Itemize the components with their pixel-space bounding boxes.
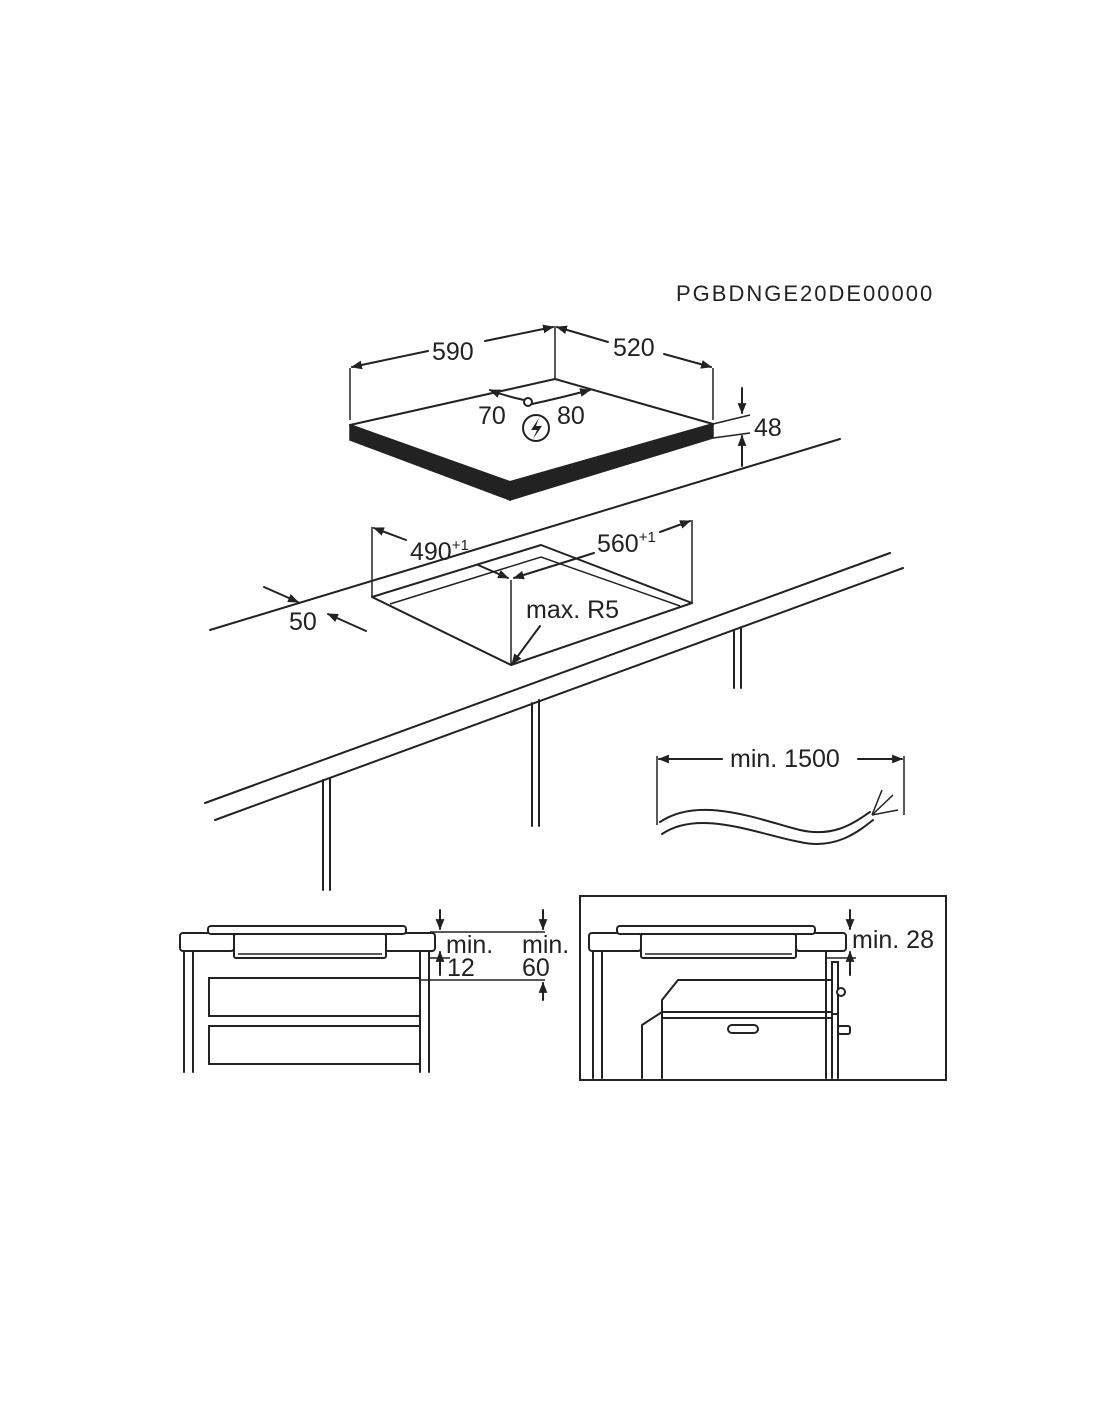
under-clearance-value: 12 xyxy=(447,954,475,982)
under-clearance-label: min. xyxy=(446,931,493,959)
side-view-oven: min. 28 xyxy=(579,895,947,1081)
oven-clearance-label: min. 28 xyxy=(852,926,934,954)
connection-left-label: 70 xyxy=(478,402,506,430)
cutout-depth-label: 490+1 xyxy=(410,537,469,566)
cutout-width-label: 560+1 xyxy=(597,529,656,558)
cable-wires-icon xyxy=(871,789,899,816)
countertop-drawing xyxy=(204,438,904,891)
lightning-bolt-icon xyxy=(522,414,550,442)
header-code-group: PGBDNGE20DE00000 xyxy=(660,281,980,323)
edge-distance-label: 50 xyxy=(289,608,317,636)
connection-point-icon xyxy=(523,397,533,407)
header-code: PGBDNGE20DE00000 xyxy=(676,281,934,306)
side-view-drawers: min. 12 min. 60 xyxy=(179,909,569,1073)
hob-drawing xyxy=(349,378,714,502)
cutout-dimensions: 490+1 560+1 50 max. R5 xyxy=(263,520,693,665)
corner-radius-label: max. R5 xyxy=(526,596,619,624)
depth-clearance-label: min. xyxy=(522,931,569,959)
cable-length-label: min. 1500 xyxy=(730,745,840,773)
depth-clearance-value: 60 xyxy=(522,954,550,982)
hob-height-label: 48 xyxy=(754,414,782,442)
hob-depth-label: 520 xyxy=(613,334,655,362)
hob-width-label: 590 xyxy=(432,338,474,366)
cable-drawing: min. 1500 xyxy=(656,745,905,845)
hob-dimensions: 590 520 48 70 80 xyxy=(349,324,782,467)
connection-right-label: 80 xyxy=(557,402,585,430)
